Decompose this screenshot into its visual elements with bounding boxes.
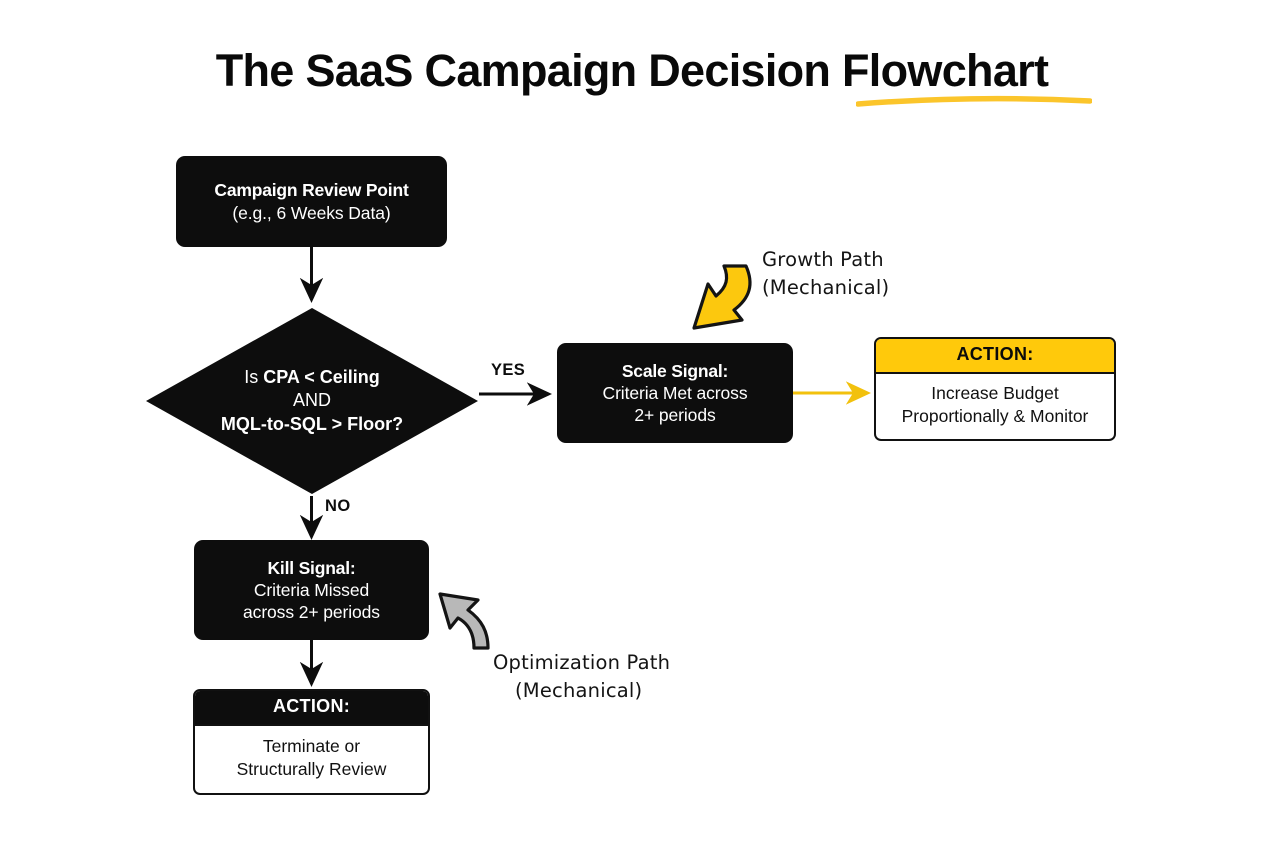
- annotation-growth-line-2: (Mechanical): [762, 275, 890, 299]
- decision-line-2: AND: [292, 390, 331, 411]
- action-growth-line-2: Proportionally & Monitor: [901, 406, 1089, 427]
- action-card-growth[interactable]: ACTION: Increase Budget Proportionally &…: [874, 337, 1116, 441]
- node-scale-title: Scale Signal:: [621, 360, 729, 381]
- node-decision-diamond[interactable]: Is CPA < Ceiling AND MQL-to-SQL > Floor?: [146, 308, 478, 494]
- node-kill-signal[interactable]: Kill Signal: Criteria Missed across 2+ p…: [194, 540, 429, 640]
- growth-path-arrow-icon: [692, 264, 752, 330]
- node-start-subtitle: (e.g., 6 Weeks Data): [232, 202, 391, 223]
- decision-line-1: Is CPA < Ceiling: [244, 366, 380, 389]
- node-kill-line-3: across 2+ periods: [243, 602, 380, 623]
- action-kill-line-2: Structurally Review: [236, 759, 387, 780]
- edge-label-no: NO: [325, 497, 351, 515]
- action-kill-header: ACTION:: [195, 691, 428, 726]
- page-title: The SaaS Campaign Decision Flowchart: [215, 45, 1049, 96]
- annotation-optimization-path: Optimization Path (Mechanical): [493, 649, 670, 704]
- optimization-path-arrow-icon: [438, 592, 490, 650]
- node-campaign-review-point[interactable]: Campaign Review Point (e.g., 6 Weeks Dat…: [176, 156, 447, 247]
- annotation-growth-path: Growth Path (Mechanical): [762, 246, 889, 301]
- action-card-kill[interactable]: ACTION: Terminate or Structurally Review: [193, 689, 430, 795]
- page-title-container: The SaaS Campaign Decision Flowchart: [0, 45, 1264, 96]
- node-scale-signal[interactable]: Scale Signal: Criteria Met across 2+ per…: [557, 343, 793, 443]
- decision-line-3: MQL-to-SQL > Floor?: [221, 413, 403, 436]
- edge-label-yes: YES: [491, 361, 526, 379]
- node-kill-title: Kill Signal:: [267, 557, 356, 578]
- action-kill-line-1: Terminate or: [262, 736, 361, 757]
- action-growth-header: ACTION:: [876, 339, 1114, 374]
- annotation-optimization-line-2: (Mechanical): [515, 678, 643, 702]
- action-growth-line-1: Increase Budget: [931, 383, 1059, 404]
- node-scale-line-2: Criteria Met across: [602, 382, 748, 403]
- diamond-text-block: Is CPA < Ceiling AND MQL-to-SQL > Floor?: [146, 308, 478, 494]
- diamond-shape: [146, 308, 478, 494]
- annotation-optimization-line-1: Optimization Path: [493, 651, 671, 674]
- node-kill-line-2: Criteria Missed: [253, 579, 370, 600]
- decision-line-1-prefix: Is: [244, 366, 264, 387]
- title-underline-stroke: [856, 95, 1092, 107]
- decision-line-1-strong: CPA < Ceiling: [263, 366, 380, 387]
- action-kill-body: Terminate or Structurally Review: [195, 726, 428, 793]
- node-start-title: Campaign Review Point: [214, 180, 409, 201]
- action-growth-body: Increase Budget Proportionally & Monitor: [876, 374, 1114, 439]
- decision-line-3-strong: MQL-to-SQL > Floor?: [220, 413, 404, 434]
- node-scale-line-3: 2+ periods: [634, 405, 716, 426]
- annotation-growth-line-1: Growth Path: [762, 248, 884, 271]
